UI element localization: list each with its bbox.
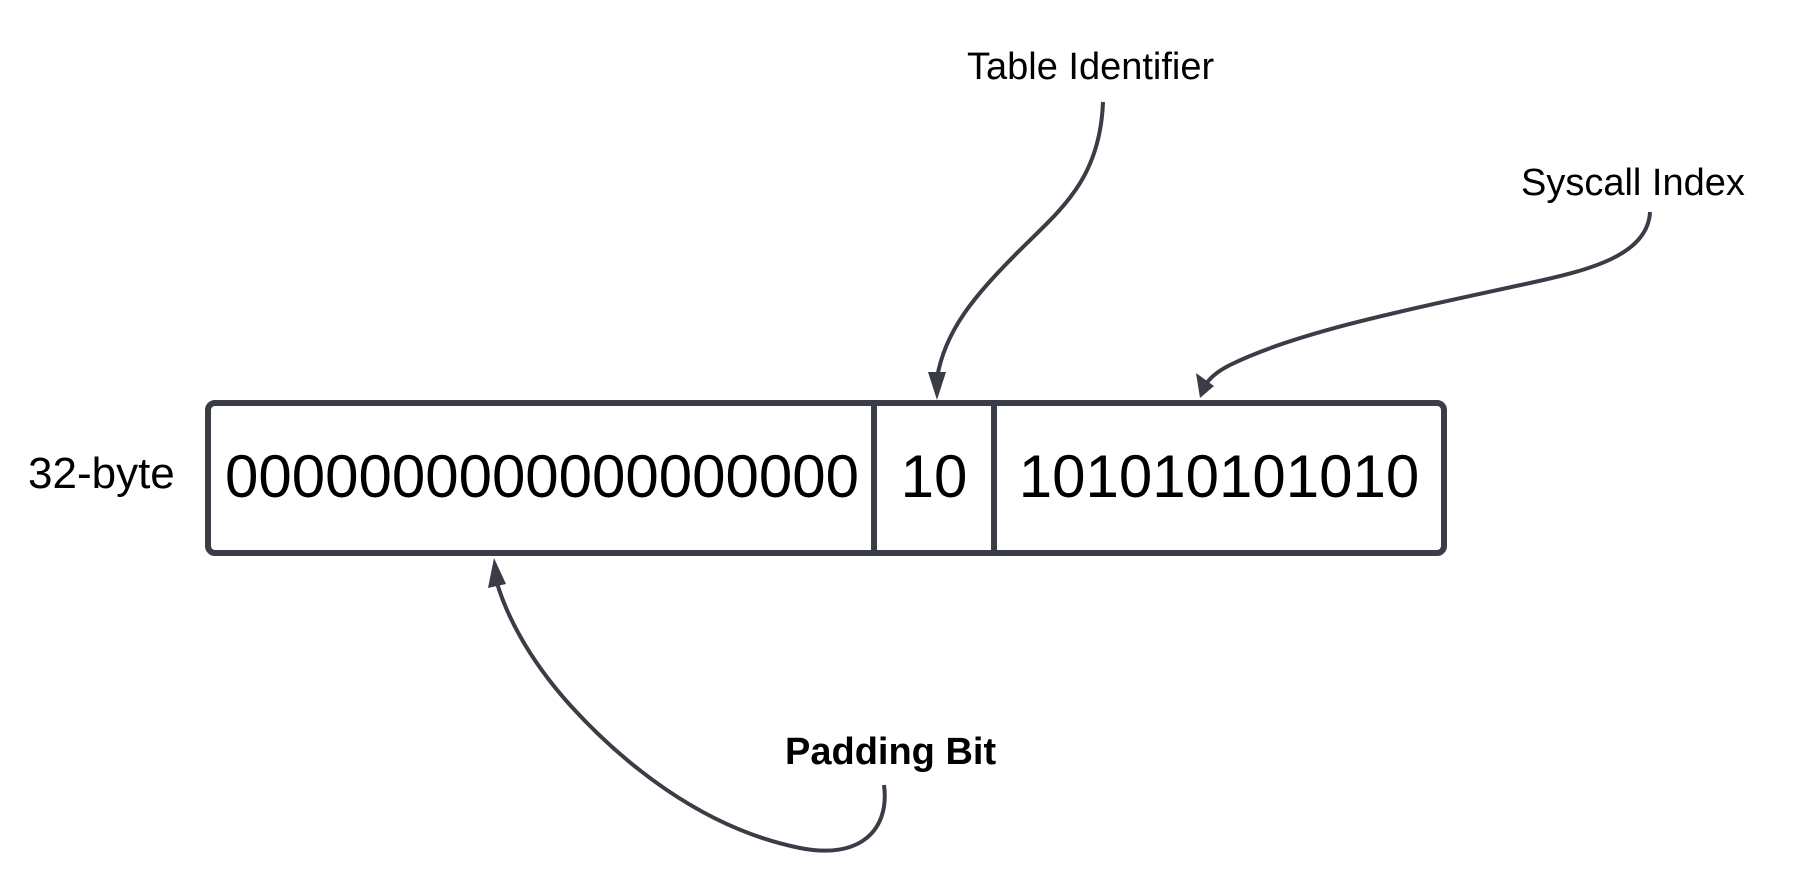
table-identifier-arrow bbox=[935, 101, 1105, 379]
syscall-index-field-value: 101010101010 bbox=[1018, 442, 1420, 510]
register-box bbox=[205, 400, 1447, 556]
table-identifier-label: Table Identifier bbox=[967, 46, 1215, 88]
syscall-index-label: Syscall Index bbox=[1521, 162, 1745, 204]
table-identifier-field-value: 10 bbox=[900, 442, 968, 510]
padding-field-value: 0000000000000000000 bbox=[224, 442, 859, 510]
padding-bit-label: Padding Bit bbox=[785, 731, 997, 773]
row-size-label: 32-byte bbox=[28, 449, 175, 498]
padding-bit-arrowhead bbox=[488, 558, 506, 588]
syscall-index-arrow bbox=[1204, 211, 1652, 386]
table-identifier-arrowhead bbox=[928, 372, 946, 400]
syscall-index-arrowhead bbox=[1196, 373, 1214, 398]
padding-bit-arrow bbox=[495, 582, 887, 853]
